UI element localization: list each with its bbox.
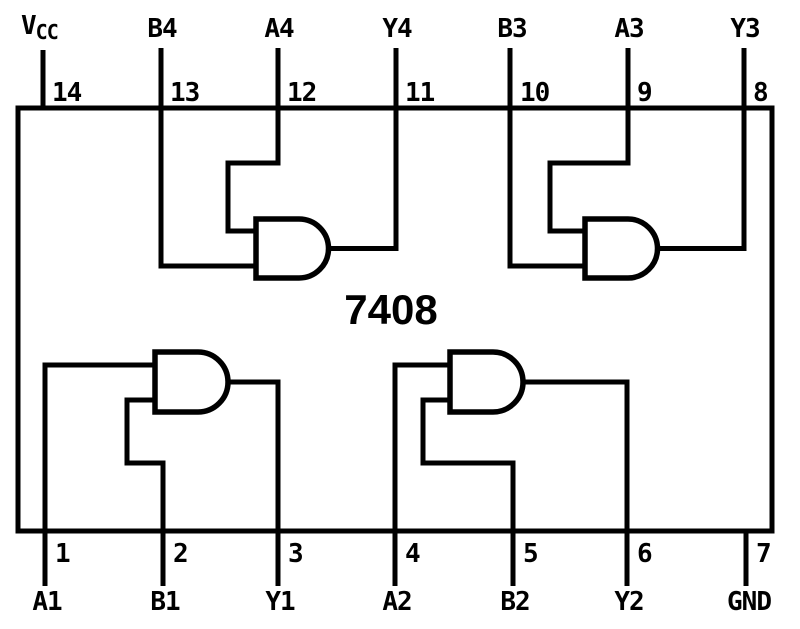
pin-5-number: 5: [523, 539, 539, 569]
pin-7-number: 7: [756, 539, 772, 569]
pin-1-number: 1: [55, 539, 71, 569]
wire-b4: [158, 48, 258, 269]
pin-12-label: A4: [264, 14, 294, 44]
pin-4-number: 4: [405, 539, 421, 569]
pin-13-label: B4: [147, 14, 177, 44]
pin-11-number: 11: [405, 78, 435, 108]
wire-b3: [507, 48, 587, 269]
pin-6-number: 6: [637, 539, 653, 569]
gate-1-and-symbol: [152, 349, 231, 415]
pin-3-label: Y1: [265, 587, 295, 617]
pin-10-number: 10: [520, 78, 550, 108]
pin-2-number: 2: [173, 539, 189, 569]
wire-b1: [124, 397, 166, 586]
pin-12-number: 12: [287, 78, 317, 108]
pin-1-label: A1: [32, 587, 62, 617]
gate-4-and-symbol: [253, 216, 332, 281]
wire-b2: [420, 397, 516, 586]
pin-7-label: GND: [727, 587, 772, 617]
pin-8-label: Y3: [730, 14, 760, 44]
chip-part-number: 7408: [344, 286, 438, 333]
wire-a3: [547, 48, 631, 234]
pin-5-label: B2: [500, 587, 530, 617]
pin-6-label: Y2: [614, 587, 644, 617]
wire-y2: [521, 379, 630, 586]
gate-2-and-symbol: [447, 349, 526, 415]
pin-4-label: A2: [382, 587, 412, 617]
wire-y3: [655, 48, 747, 251]
pin-9-label: A3: [614, 14, 644, 44]
pin-11-label: Y4: [382, 14, 412, 44]
wire-y1: [226, 379, 281, 586]
wire-a4: [225, 48, 281, 234]
pin-8-number: 8: [753, 78, 769, 108]
pin-13-number: 13: [170, 78, 200, 108]
vcc-label-sub: CC: [35, 20, 59, 44]
pin-10-label: B3: [497, 14, 527, 44]
wire-a2: [392, 362, 452, 586]
gate-3-and-symbol: [582, 216, 661, 281]
wire-a1: [42, 362, 157, 586]
wire-y4: [327, 48, 399, 251]
vcc-label-main: V: [21, 11, 37, 41]
pin-9-number: 9: [637, 78, 653, 108]
pin-2-label: B1: [150, 587, 180, 617]
pin-3-number: 3: [288, 539, 304, 569]
pin-14-number: 14: [52, 78, 82, 108]
